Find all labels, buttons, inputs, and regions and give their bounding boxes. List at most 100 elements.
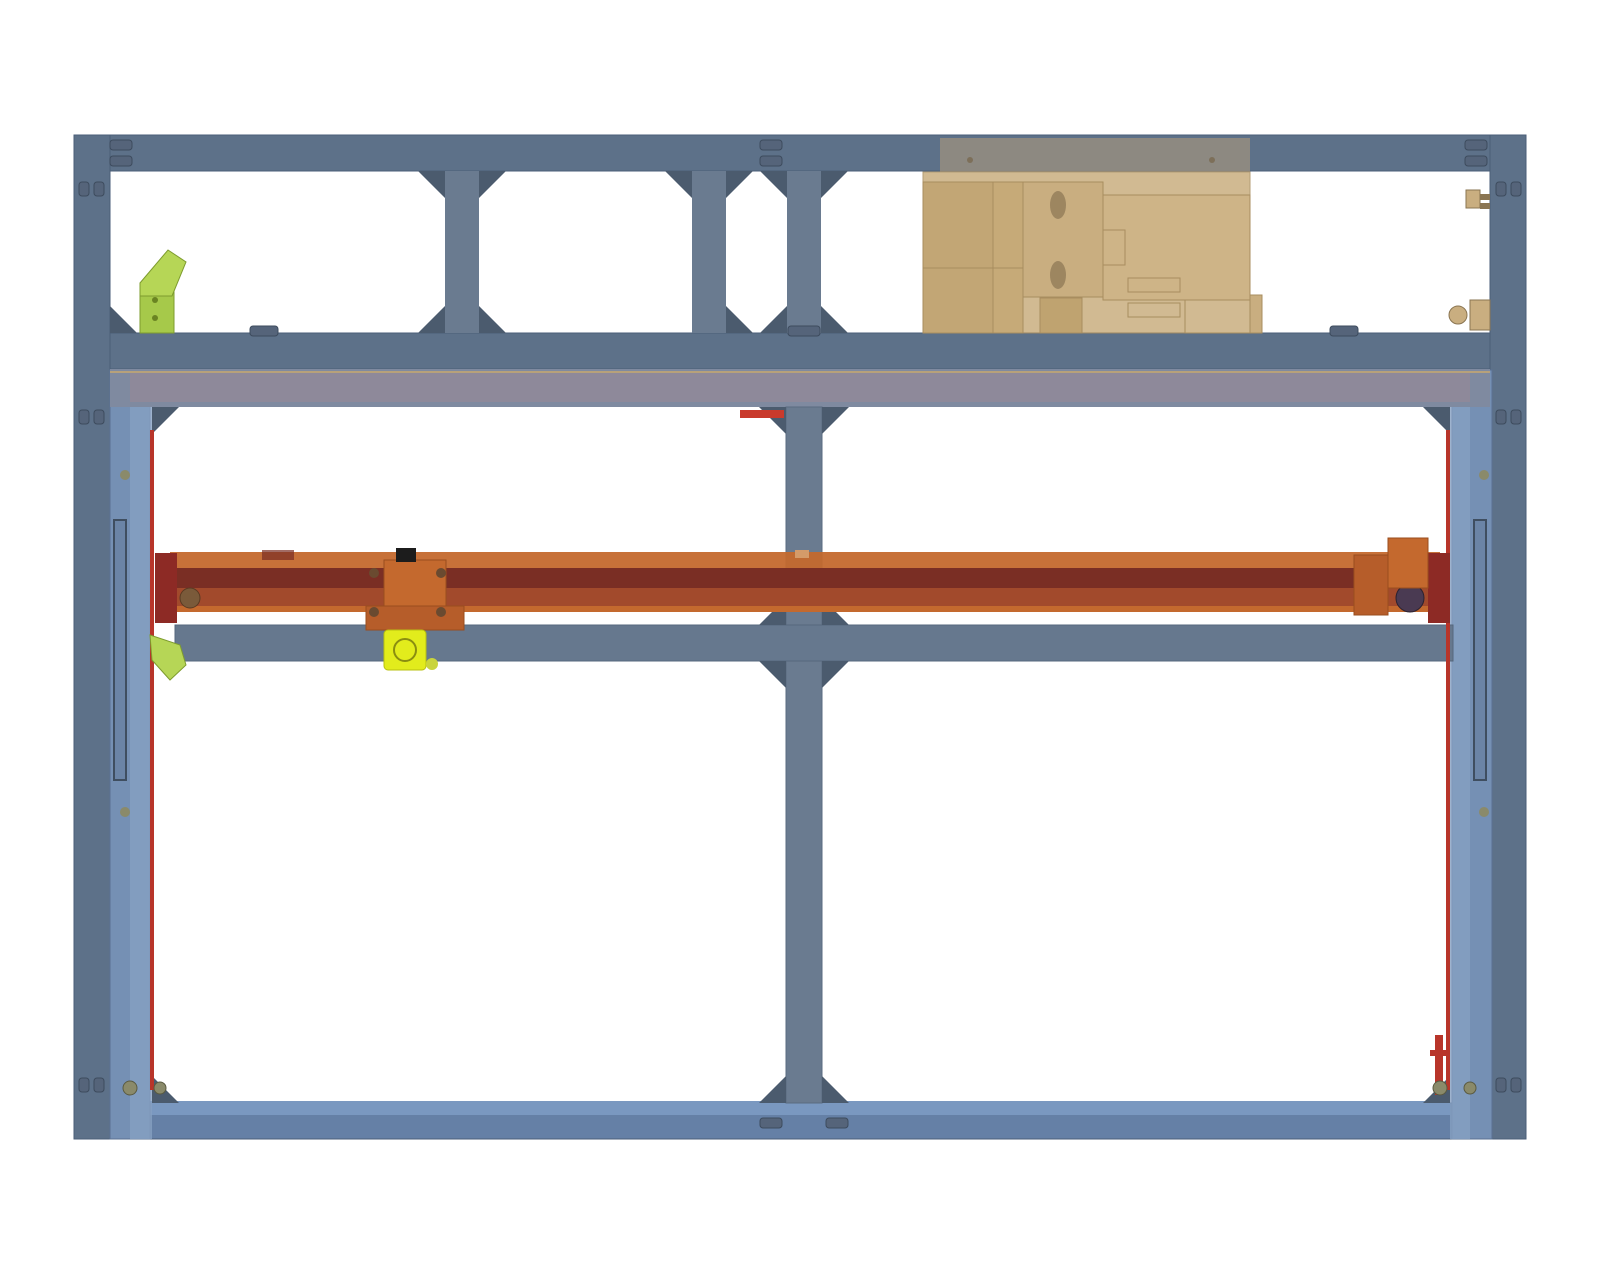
gantry-sensor xyxy=(795,550,809,558)
gusset-18 xyxy=(822,661,849,688)
bolt-pad-15 xyxy=(1495,1077,1507,1093)
gantry-top-bar xyxy=(170,552,1440,568)
gusset-5 xyxy=(760,171,787,198)
bolt-pad-6 xyxy=(93,181,105,197)
green-lower-arm xyxy=(149,634,187,681)
frame-upper-mid-rail xyxy=(109,332,1491,370)
bolt-pad-20 xyxy=(759,139,783,151)
bolt-pad-5 xyxy=(78,181,90,197)
carriage-wheel-3 xyxy=(369,607,379,617)
gantry-motor-right xyxy=(1387,537,1429,589)
frame-center-post xyxy=(785,406,823,1104)
electronics-chip-3 xyxy=(1127,302,1181,318)
frame-bottom-inner-rail xyxy=(150,1101,1450,1115)
frame-left-post xyxy=(73,134,111,1140)
limit-bracket-green-lower xyxy=(149,634,187,681)
carriage-top-clip xyxy=(396,548,416,562)
bolt-pad-23 xyxy=(825,1117,849,1129)
toolhead-yellow xyxy=(383,629,438,671)
corner-knob-2 xyxy=(1469,299,1491,331)
electronics-psu-3 xyxy=(922,267,994,334)
electronics-connector-1 xyxy=(1050,191,1066,219)
gantry-idler-left xyxy=(179,587,201,609)
y-rails xyxy=(150,410,1450,1095)
bolt-pad-4 xyxy=(1464,155,1488,167)
bay-post-1 xyxy=(445,171,479,333)
frame-right-post xyxy=(1489,134,1527,1140)
gantry-end-right xyxy=(1428,553,1450,623)
gantry-middle-bar xyxy=(170,568,1440,588)
fitting-left-mid xyxy=(120,807,130,817)
electronics-hole-2 xyxy=(1209,157,1215,163)
corner-part-2 xyxy=(1480,194,1490,200)
bolt-pad-18 xyxy=(1329,325,1359,337)
bolt-pad-1 xyxy=(109,139,133,151)
green-bracket-hole-1 xyxy=(152,297,158,303)
bolt-pad-19 xyxy=(787,325,821,337)
toolhead-body xyxy=(383,629,427,671)
electronics-top-plate xyxy=(940,138,1250,172)
gusset-22 xyxy=(1423,407,1450,434)
y-rail-left xyxy=(150,430,154,1090)
toolhead-nozzle-ring xyxy=(393,638,417,662)
linear-guides xyxy=(113,519,1487,781)
gantry-motor-mount-right xyxy=(1353,554,1389,616)
gusset-20 xyxy=(822,1076,849,1103)
gusset-9 xyxy=(726,306,753,333)
fitting-bottom-left-1 xyxy=(122,1080,138,1096)
gantry-bottom-edge xyxy=(170,606,1440,612)
gusset-11 xyxy=(821,306,848,333)
bolt-pad-8 xyxy=(1510,181,1522,197)
bolt-pad-11 xyxy=(1495,409,1507,425)
y-rail-marker-top xyxy=(740,410,784,418)
bay-post-2 xyxy=(692,171,726,333)
electronics-psu-2 xyxy=(992,181,1024,269)
y-rail-endstop-tab xyxy=(1430,1050,1448,1056)
carriage-wheel-4 xyxy=(436,607,446,617)
electronics-psu-4 xyxy=(992,267,1024,334)
electronics-panel xyxy=(922,138,1263,334)
carriage-base xyxy=(365,605,465,631)
bolt-pad-14 xyxy=(93,1077,105,1093)
frame-top-rail xyxy=(73,134,1527,172)
corner-part-3 xyxy=(1480,203,1490,209)
fitting-right-mid xyxy=(1479,807,1489,817)
frame-right-inner-band xyxy=(1450,370,1470,1139)
bolt-pad-3 xyxy=(1464,139,1488,151)
electronics-tab xyxy=(1249,294,1263,334)
bolt-pad-10 xyxy=(93,409,105,425)
corner-knob-1 xyxy=(1448,305,1468,325)
gusset-2 xyxy=(479,171,506,198)
y-rail-right xyxy=(1446,430,1450,1090)
gusset-19 xyxy=(759,1076,786,1103)
toolhead-side-knob xyxy=(426,658,438,670)
bolt-pad-7 xyxy=(1495,181,1507,197)
limit-bracket-green-top xyxy=(139,249,187,334)
gusset-7 xyxy=(418,306,445,333)
bolt-pad-2 xyxy=(109,155,133,167)
electronics-chip-1 xyxy=(1102,229,1126,266)
gusset-1 xyxy=(418,171,445,198)
electronics-module-2 xyxy=(1039,297,1083,334)
electronics-connector-2 xyxy=(1050,261,1066,289)
fitting-left-upper xyxy=(120,470,130,480)
toolhead-carriage xyxy=(365,548,465,631)
bolt-pad-13 xyxy=(78,1077,90,1093)
gantry-beam xyxy=(155,537,1450,623)
electronics-hole-1 xyxy=(967,157,973,163)
green-bracket-hole-2 xyxy=(152,315,158,321)
bottom-fittings xyxy=(120,470,1489,1096)
gusset-17 xyxy=(759,661,786,688)
bolt-pad-22 xyxy=(759,1117,783,1129)
electronics-chip-2 xyxy=(1127,277,1181,293)
gusset-3 xyxy=(665,171,692,198)
bolt-pad-16 xyxy=(1510,1077,1522,1093)
gusset-6 xyxy=(821,171,848,198)
carriage-wheel-1 xyxy=(369,568,379,578)
corner-small-parts xyxy=(1448,189,1491,331)
fitting-right-upper xyxy=(1479,470,1489,480)
frame-crossbar-overlay xyxy=(130,372,1470,402)
linear-guide-left xyxy=(113,519,127,781)
gantry-end-left xyxy=(155,553,177,623)
